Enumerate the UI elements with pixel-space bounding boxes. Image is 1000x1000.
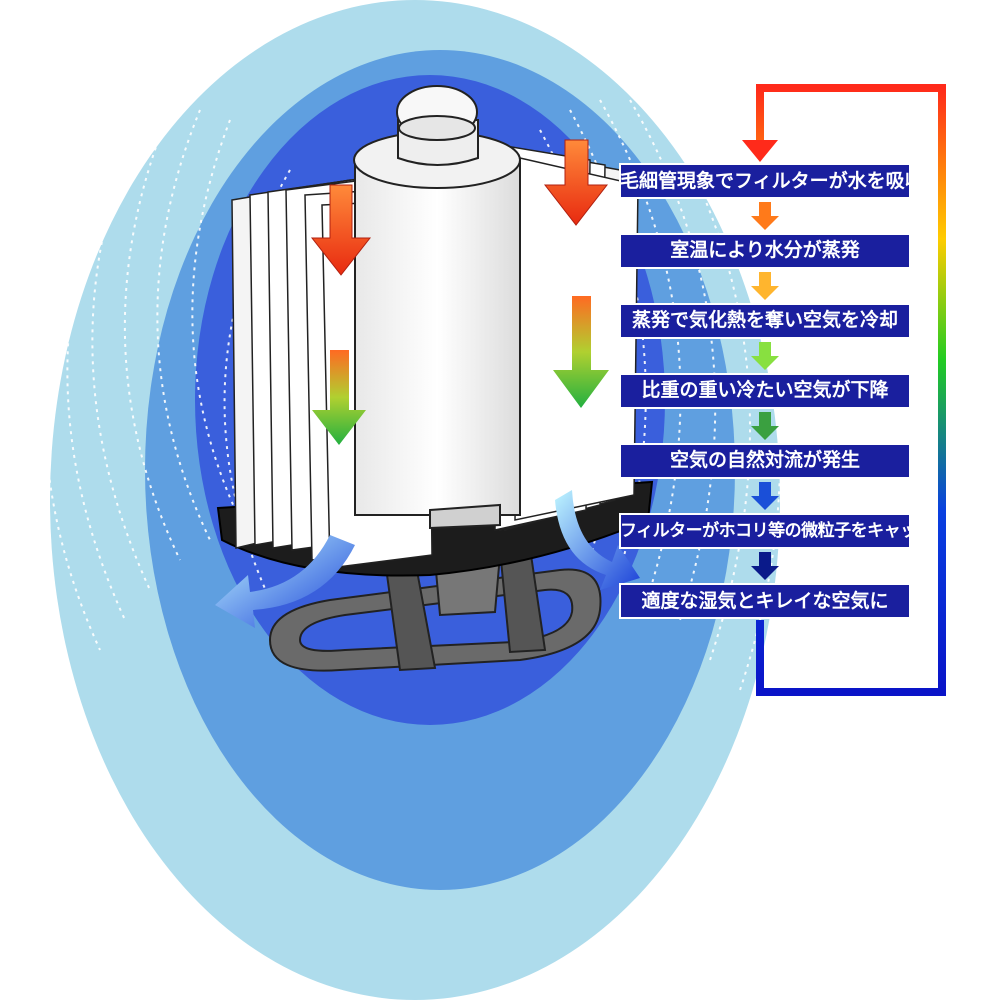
step-label-6: フィルターがホコリ等の微粒子をキャッチ <box>620 514 910 548</box>
step-label-1: 毛細管現象でフィルターが水を吸収 <box>620 164 910 198</box>
step-label-7: 適度な湿気とキレイな空気に <box>620 584 910 618</box>
step-label-4: 比重の重い冷たい空気が下降 <box>620 373 910 407</box>
step-arrow-2 <box>751 272 779 300</box>
step-arrow-1 <box>751 202 779 230</box>
tank-bottom <box>430 505 500 528</box>
step-label-3: 蒸発で気化熱を奪い空気を冷却 <box>620 303 910 337</box>
step-label-5: 空気の自然対流が発生 <box>620 443 910 477</box>
water-tank <box>354 86 520 528</box>
step-label-2: 室温により水分が蒸発 <box>620 233 910 267</box>
tank-body <box>355 160 520 515</box>
cycle-loop-arrowhead <box>742 140 778 162</box>
tank-cap-base <box>399 116 475 140</box>
